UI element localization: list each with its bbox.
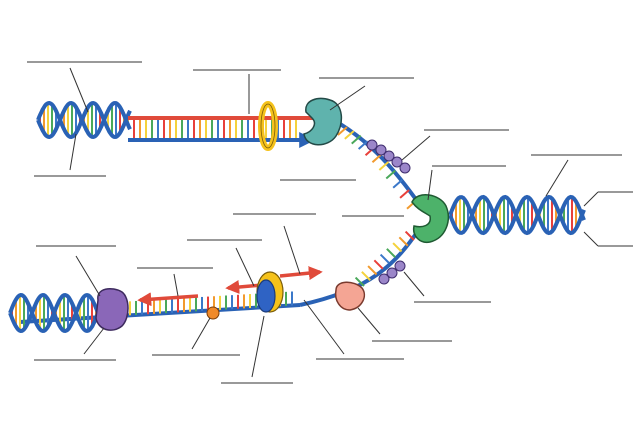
helix-backbone: [8, 292, 106, 334]
primase-leader: [235, 247, 255, 287]
strand-end-leader-bottom: [583, 231, 599, 247]
double-helix-upper-left: [36, 100, 132, 140]
helix-backbone: [36, 100, 132, 140]
primase: [334, 281, 366, 311]
ssb-lower-leader: [403, 271, 425, 297]
parental-dna-lower-leader: [69, 133, 77, 171]
single-strand-base: [367, 265, 378, 276]
lagging-polymerase-leader: [283, 225, 301, 275]
single-strand-base: [344, 130, 355, 140]
single-strand-base: [392, 242, 403, 253]
double-helix-right: [448, 194, 586, 236]
single-strand-base: [354, 276, 365, 287]
okazaki-fragment-1: [137, 292, 199, 307]
parental-dna-leader: [69, 67, 89, 113]
label-blanks: [27, 61, 633, 384]
sliding-clamp-leading-outline: [260, 103, 276, 149]
upper-fork-arm: [329, 116, 422, 207]
single-strand-base: [392, 179, 403, 189]
okazaki-leader: [173, 273, 179, 297]
single-strand-base: [399, 189, 410, 199]
single-strand-base: [357, 140, 369, 150]
polymerase-leader: [329, 85, 366, 111]
upper-arm-bases: [330, 123, 417, 210]
helix-backbone: [8, 292, 106, 334]
okazaki-fragment-2: [225, 280, 263, 294]
single-strand-base: [398, 236, 409, 247]
ssb-leader: [401, 135, 431, 161]
clamp-leader: [251, 315, 265, 378]
single-strand-base: [361, 271, 371, 281]
dna-polymerase-leading: [303, 97, 343, 146]
helix-backbone: [448, 194, 586, 236]
lower-arm-bases: [354, 230, 415, 287]
single-strand-base: [337, 126, 348, 136]
double-helix-lower-left: [8, 292, 106, 334]
single-strand-base: [379, 253, 390, 264]
helicase: [411, 194, 450, 244]
single-strand-base: [351, 134, 362, 145]
lower-fork-arm: [299, 226, 422, 307]
rna-primer-leader: [303, 299, 345, 355]
single-strand-binding-proteins-upper: [366, 139, 411, 174]
ligase-leader: [75, 255, 101, 297]
single-strand-base: [378, 161, 390, 171]
small-enzyme-leader: [191, 317, 211, 350]
single-strand-base: [385, 169, 396, 180]
strand-end-leader-top: [583, 191, 599, 207]
single-strand-base: [386, 248, 396, 258]
ligase-lower-leader: [83, 327, 105, 355]
dna-polymerase-lagging: [256, 279, 276, 313]
single-strand-base: [373, 259, 384, 270]
small-enzyme: [206, 306, 220, 320]
single-strand-binding-proteins-lower: [378, 260, 406, 285]
single-strand-base: [371, 153, 383, 163]
dna-ligase: [95, 287, 129, 331]
single-strand-base: [404, 230, 415, 241]
helix-backbone: [36, 100, 132, 140]
primase-right-leader: [357, 307, 381, 335]
double-helix-leader: [545, 159, 569, 197]
helicase-leader: [427, 169, 433, 201]
